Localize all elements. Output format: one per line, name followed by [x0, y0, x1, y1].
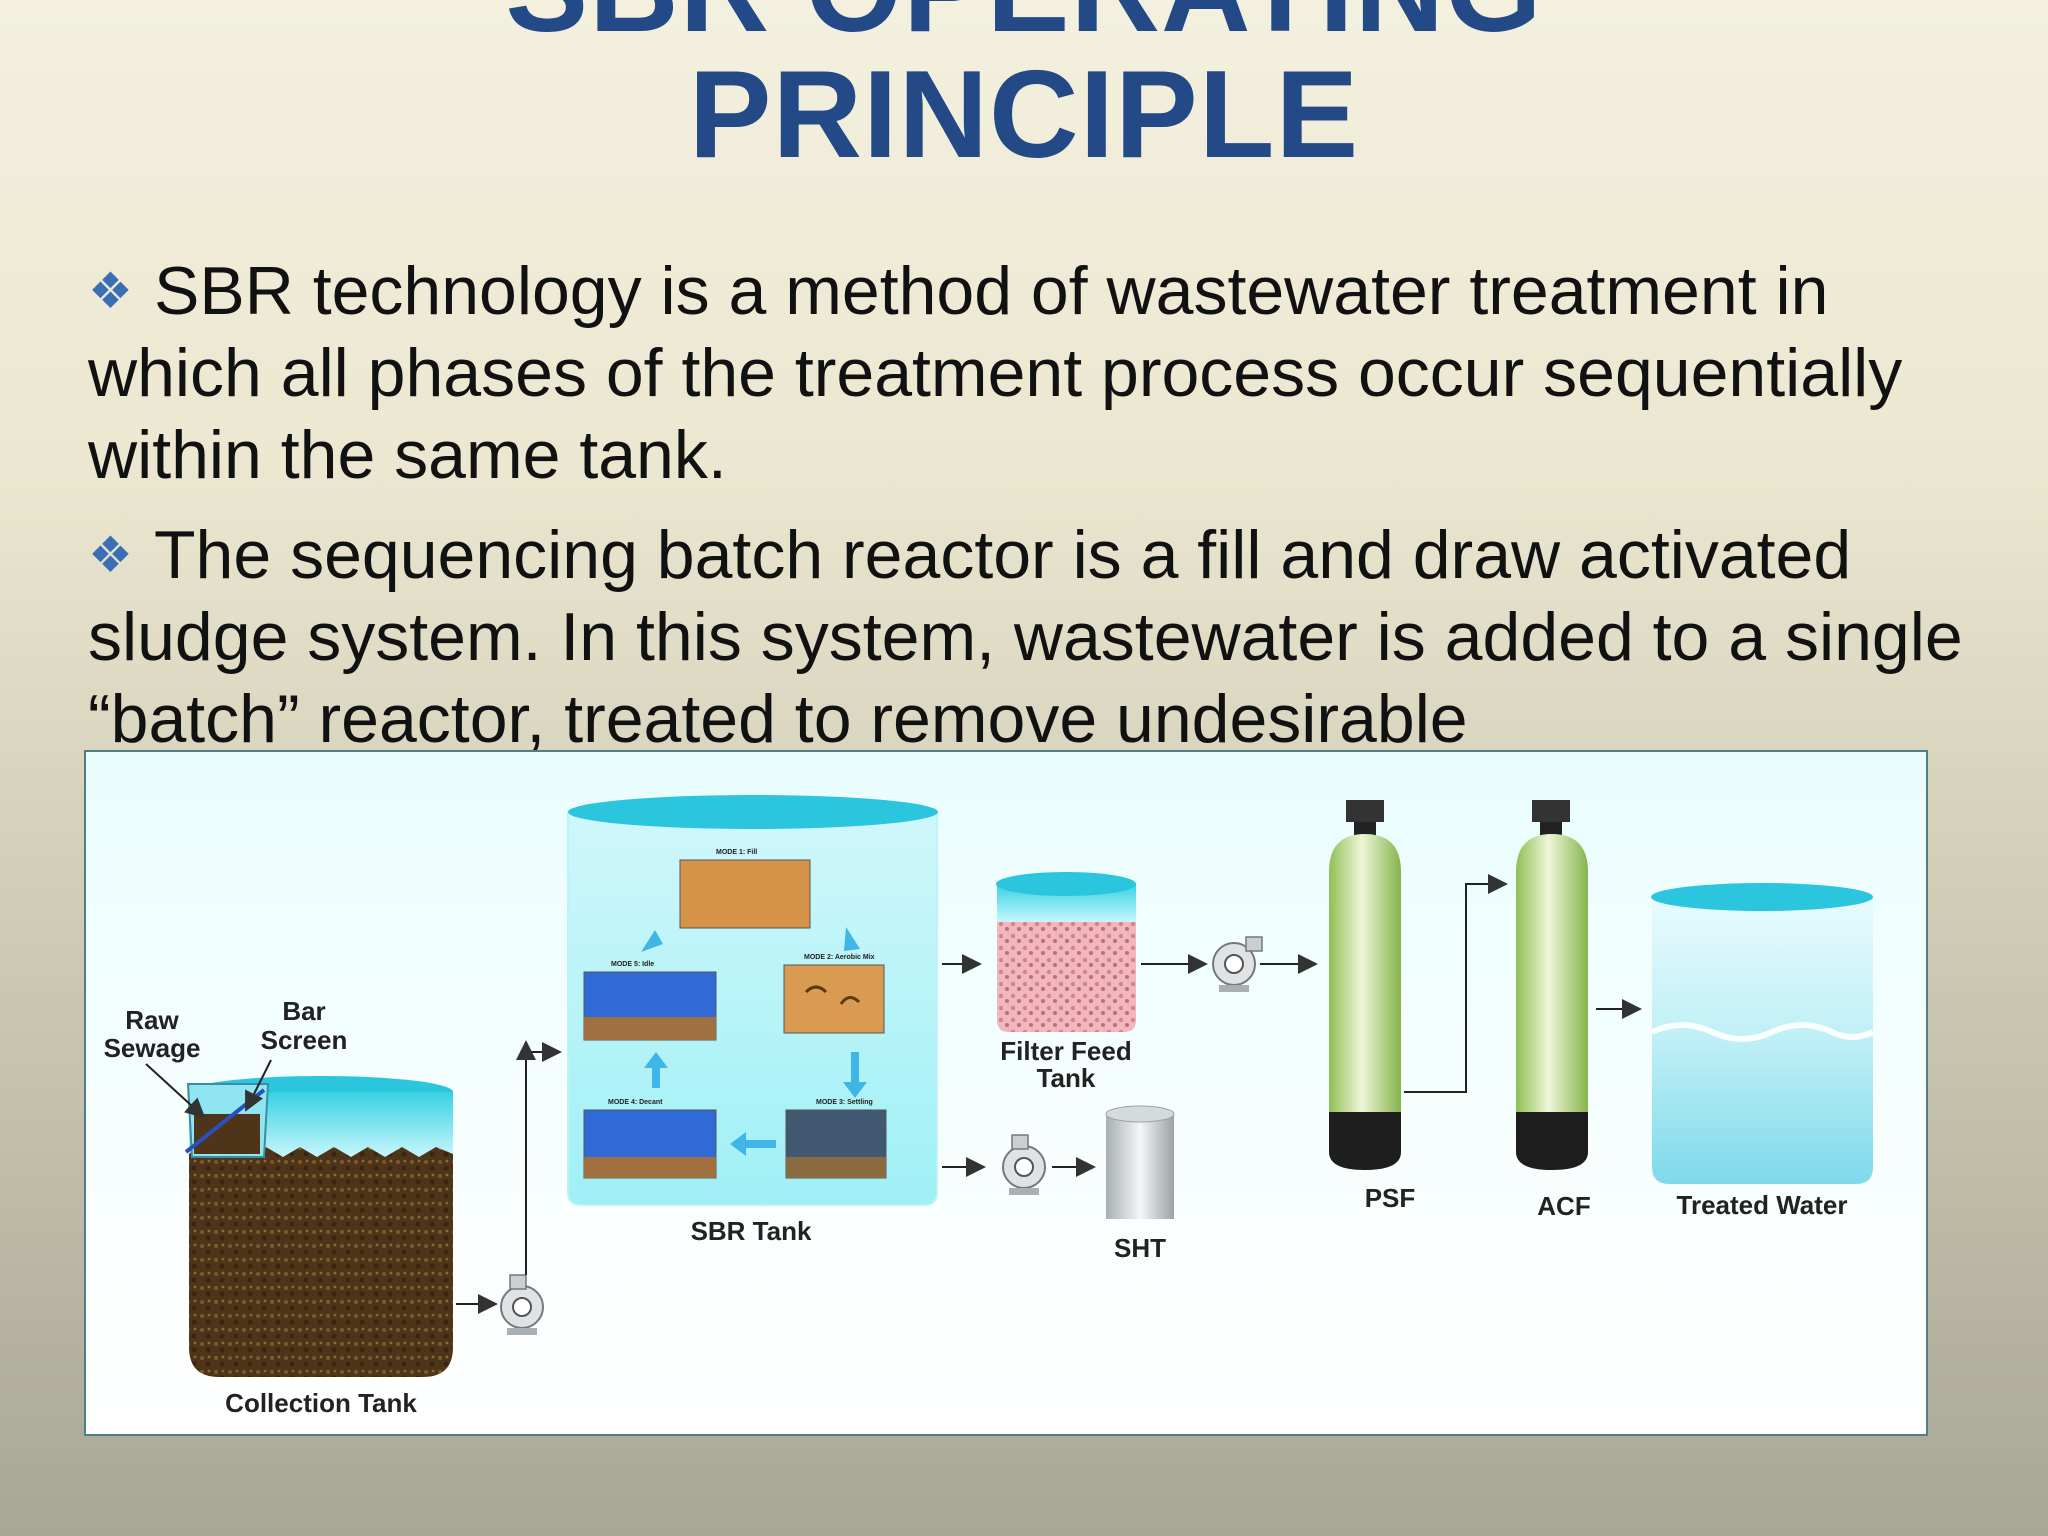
bullet-paragraph-2: ❖The sequencing batch reactor is a fill …: [88, 514, 2008, 760]
diamond-bullet-icon: ❖: [88, 527, 133, 583]
raw-sewage-label-1: Raw: [125, 1005, 179, 1035]
acf-vessel: [1516, 800, 1588, 1170]
psf-vessel: [1329, 800, 1401, 1170]
bar-screen-label-2: Screen: [261, 1025, 348, 1055]
sht-label: SHT: [1114, 1233, 1166, 1263]
sbr-tank-label: SBR Tank: [691, 1216, 812, 1246]
bullet-paragraph-1: ❖SBR technology is a method of wastewate…: [88, 250, 2008, 496]
transfer-pump-icon: [500, 1274, 544, 1335]
bar-screen-label-1: Bar: [282, 996, 325, 1026]
bar-screen: [184, 1083, 270, 1158]
collection-tank-label: Collection Tank: [225, 1388, 417, 1418]
treated-water-tank: [1650, 883, 1875, 1184]
slide-title-line-1: SBR OPERATING: [0, 0, 2048, 51]
raw-sewage-label-2: Sewage: [104, 1033, 201, 1063]
filter-feed-label-1: Filter Feed: [1000, 1036, 1131, 1066]
mode-idle-tank: MODE 5: Idle: [583, 961, 717, 1041]
mode-idle-label: MODE 5: Idle: [611, 961, 654, 968]
psf-label: PSF: [1365, 1183, 1416, 1213]
mode-aerobic-tank: MODE 2: Aerobic Mix: [783, 954, 885, 1034]
mode-fill-tank: MODE 1: Fill: [679, 849, 811, 929]
filter-feed-label-2: Tank: [1037, 1063, 1096, 1093]
mode-settling-label: MODE 3: Settling: [816, 1099, 873, 1106]
mode-fill-label: MODE 1: Fill: [716, 849, 757, 856]
sbr-tank: [567, 795, 938, 1206]
mode-settling-tank: MODE 3: Settling: [785, 1099, 887, 1179]
filter-pump-icon: [1212, 936, 1263, 992]
bullet-text-2: The sequencing batch reactor is a fill a…: [88, 517, 1963, 757]
mode-decant-tank: MODE 4: Decant: [583, 1099, 717, 1179]
mode-aerobic-label: MODE 2: Aerobic Mix: [804, 954, 875, 961]
diamond-bullet-icon: ❖: [88, 263, 133, 319]
process-flow-svg: Raw Sewage Bar Screen Collection Tank MO…: [104, 795, 1875, 1418]
bullet-text-1: SBR technology is a method of wastewater…: [88, 253, 1903, 493]
sludge-pump-icon: [1002, 1134, 1046, 1195]
mode-decant-label: MODE 4: Decant: [608, 1099, 663, 1106]
filter-feed-tank: [996, 872, 1136, 1032]
cycle-arrows: [641, 927, 867, 1156]
acf-label: ACF: [1537, 1191, 1590, 1221]
sludge-holding-tank: [1105, 1105, 1175, 1219]
sbr-process-diagram: Raw Sewage Bar Screen Collection Tank MO…: [84, 750, 1928, 1436]
treated-water-label: Treated Water: [1677, 1190, 1848, 1220]
slide-title-line-2: PRINCIPLE: [688, 46, 1360, 184]
